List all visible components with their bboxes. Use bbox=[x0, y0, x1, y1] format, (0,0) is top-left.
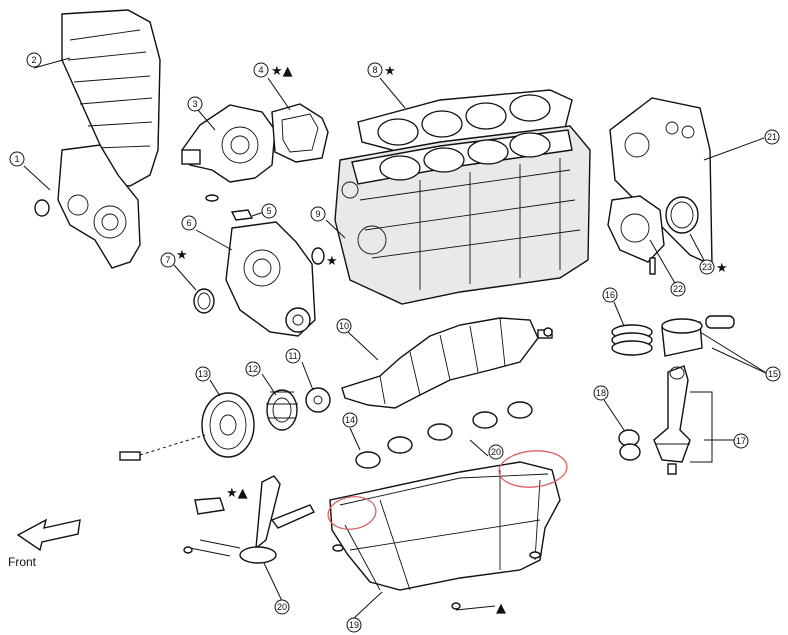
svg-text:1: 1 bbox=[14, 154, 19, 164]
callout-5: 5 bbox=[261, 203, 277, 219]
front-plate-assembly bbox=[34, 144, 141, 269]
connecting-rod bbox=[653, 365, 691, 475]
callout-13: 13 bbox=[195, 366, 211, 382]
marker-8: ★ bbox=[384, 64, 396, 79]
piston-rings bbox=[611, 324, 653, 356]
svg-text:7: 7 bbox=[165, 255, 170, 265]
callout-14: 14 bbox=[342, 412, 358, 428]
marker-23: ★ bbox=[716, 261, 728, 276]
svg-text:15: 15 bbox=[768, 369, 778, 379]
cylinder-block bbox=[334, 125, 591, 305]
rear-oil-seal bbox=[665, 196, 699, 234]
callout-22: 22 bbox=[670, 281, 686, 297]
callouts: 1 2 3 4 5 6 7 8 9 10 11 12 13 14 15 16 1… bbox=[9, 52, 781, 633]
timing-pulley bbox=[266, 389, 298, 431]
callout-15: 15 bbox=[765, 366, 781, 382]
svg-text:17: 17 bbox=[736, 436, 746, 446]
marker-20: ★▲ bbox=[226, 486, 248, 501]
svg-text:2: 2 bbox=[31, 55, 36, 65]
svg-text:3: 3 bbox=[192, 99, 197, 109]
replacement-markers: ★▲ ★ ★ ★ ★ ★▲ ▲ bbox=[176, 64, 728, 616]
svg-text:16: 16 bbox=[605, 290, 615, 300]
piston bbox=[661, 315, 735, 357]
head-gasket bbox=[357, 89, 573, 153]
svg-text:5: 5 bbox=[266, 206, 271, 216]
svg-text:11: 11 bbox=[288, 351, 297, 361]
svg-text:20: 20 bbox=[491, 447, 501, 457]
rod-bearing bbox=[618, 429, 641, 461]
callout-16: 16 bbox=[602, 287, 618, 303]
callout-20-strainer: 20 bbox=[274, 599, 290, 615]
marker-4: ★▲ bbox=[271, 64, 293, 79]
svg-text:23: 23 bbox=[702, 262, 712, 272]
svg-text:8: 8 bbox=[372, 65, 377, 75]
crank-pulley bbox=[119, 392, 255, 461]
svg-text:9: 9 bbox=[315, 209, 320, 219]
svg-text:19: 19 bbox=[349, 620, 359, 630]
svg-text:18: 18 bbox=[596, 388, 606, 398]
callout-12: 12 bbox=[245, 361, 261, 377]
callout-20-thrust: 20 bbox=[488, 444, 504, 460]
main-bearings bbox=[355, 401, 533, 469]
callout-3: 3 bbox=[187, 96, 203, 112]
callout-6: 6 bbox=[181, 215, 197, 231]
callout-19: 19 bbox=[346, 617, 362, 633]
svg-text:6: 6 bbox=[186, 218, 191, 228]
oil-pump-key bbox=[230, 209, 254, 221]
highlight-marks bbox=[327, 450, 568, 530]
callout-23: 23 bbox=[699, 259, 715, 275]
oil-strainer bbox=[183, 475, 315, 564]
crank-pulley-plate bbox=[305, 387, 331, 413]
marker-o-ring: ★ bbox=[326, 254, 338, 269]
callout-1: 1 bbox=[9, 151, 25, 167]
callout-10: 10 bbox=[336, 318, 352, 334]
callout-18: 18 bbox=[593, 385, 609, 401]
front-arrow: Front bbox=[8, 518, 81, 569]
svg-text:13: 13 bbox=[198, 369, 208, 379]
rear-seal-retainer bbox=[607, 195, 665, 275]
highlight-right-pan bbox=[498, 450, 568, 488]
highlight-left-pan bbox=[327, 496, 377, 530]
callout-4: 4 bbox=[253, 62, 269, 78]
timing-belt-cover bbox=[61, 9, 161, 187]
marker-7: ★ bbox=[176, 248, 188, 263]
front-label: Front bbox=[8, 555, 37, 569]
oil-pan bbox=[329, 461, 561, 610]
crankshaft bbox=[341, 317, 553, 409]
svg-text:12: 12 bbox=[248, 364, 258, 374]
callout-21: 21 bbox=[764, 129, 780, 145]
svg-text:20: 20 bbox=[277, 602, 287, 612]
svg-text:10: 10 bbox=[339, 321, 349, 331]
water-pump bbox=[181, 104, 276, 202]
svg-text:22: 22 bbox=[673, 284, 683, 294]
marker-19-drain: ▲ bbox=[496, 601, 506, 616]
callout-2: 2 bbox=[26, 52, 42, 68]
svg-text:21: 21 bbox=[767, 132, 777, 142]
callout-7: 7 bbox=[160, 252, 176, 268]
water-pump-gasket bbox=[271, 103, 329, 163]
oil-pump-o-ring bbox=[193, 247, 325, 314]
svg-text:4: 4 bbox=[258, 65, 263, 75]
callout-9: 9 bbox=[310, 206, 326, 222]
callout-17: 17 bbox=[733, 433, 749, 449]
callout-8: 8 bbox=[367, 62, 383, 78]
callout-11: 11 bbox=[285, 348, 301, 364]
svg-text:14: 14 bbox=[345, 415, 355, 425]
oil-pump bbox=[225, 221, 316, 337]
